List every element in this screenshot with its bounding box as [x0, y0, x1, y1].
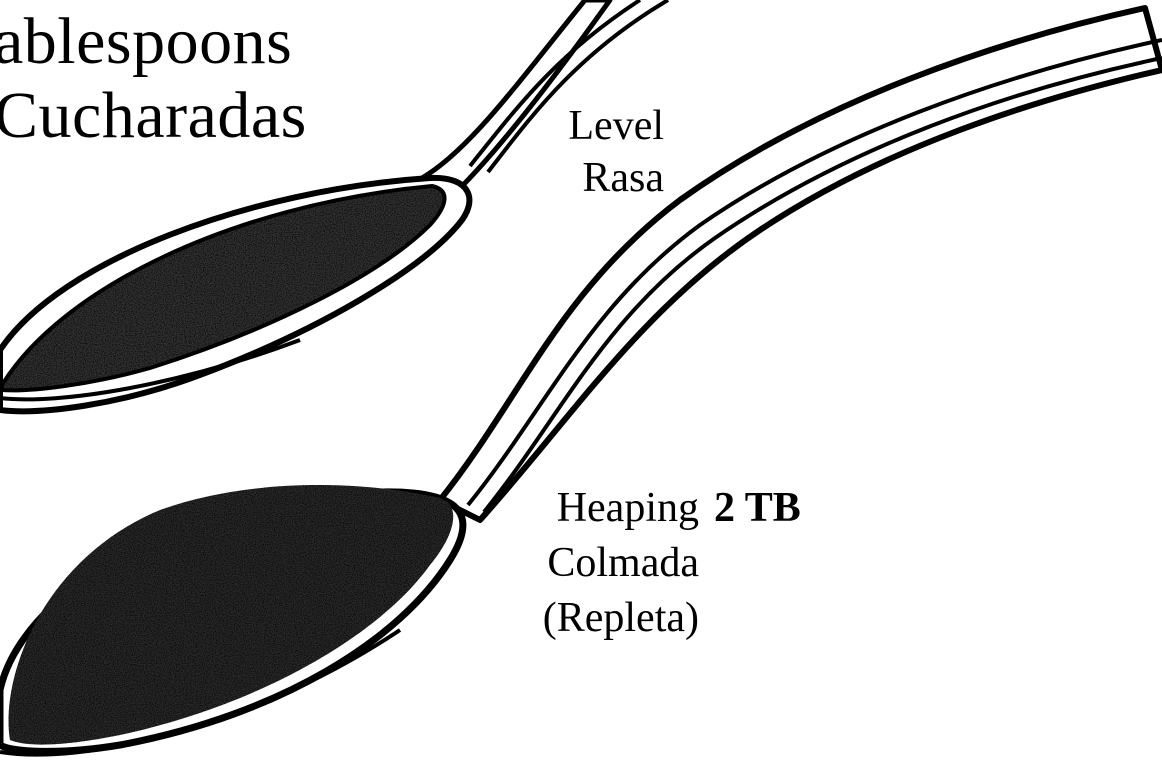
level-label-spanish: Rasa	[582, 154, 664, 202]
heaping-label-alternate: (Repleta)	[543, 594, 699, 642]
level-label-english: Level	[568, 102, 664, 150]
heaping-measure-label: 2 TB	[714, 484, 801, 532]
heaping-label-spanish: Colmada	[547, 539, 699, 587]
title-english: ablespoons	[0, 6, 292, 78]
title-spanish: Cucharadas	[0, 80, 307, 152]
heaping-label-english: Heaping	[557, 484, 699, 532]
